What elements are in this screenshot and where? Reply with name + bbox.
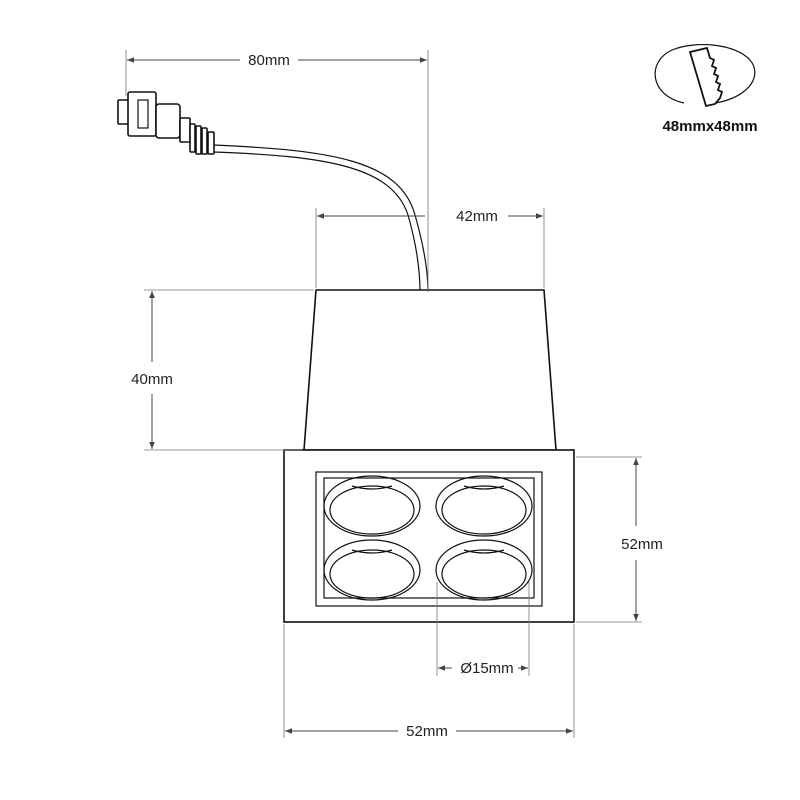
connector-cable: [117, 91, 429, 293]
dimension-label-housing-depth: 40mm: [131, 371, 173, 388]
lens-top-left: [323, 475, 421, 537]
front-frame: [283, 449, 575, 623]
saw-blade: [688, 46, 724, 108]
dimension-frame-width: 52mm: [283, 624, 575, 740]
housing-body: [303, 289, 557, 451]
dimension-frame-height: 52mm: [576, 456, 663, 623]
dimension-label-housing-width: 42mm: [456, 208, 498, 225]
lens-bottom-left: [323, 539, 421, 601]
dimension-label-cable: 80mm: [248, 52, 290, 69]
lens-bottom-right: [435, 539, 533, 601]
dimension-housing-width: 42mm: [315, 208, 545, 288]
dimension-housing-depth: 40mm: [131, 289, 314, 451]
saw-cutout-icon: 48mmx48mm: [654, 43, 758, 135]
dimension-lens-diameter: Ø15mm: [436, 582, 530, 677]
dimension-label-frame-height: 52mm: [621, 536, 663, 553]
cable: [212, 144, 429, 293]
dimension-label-lens-diameter: Ø15mm: [460, 660, 513, 677]
lens-top-right: [435, 475, 533, 537]
cutout-label: 48mmx48mm: [662, 118, 757, 135]
dimension-label-frame-width: 52mm: [406, 723, 448, 740]
dimension-cable-length: 80mm: [125, 50, 429, 292]
connector-plug: [117, 91, 215, 155]
